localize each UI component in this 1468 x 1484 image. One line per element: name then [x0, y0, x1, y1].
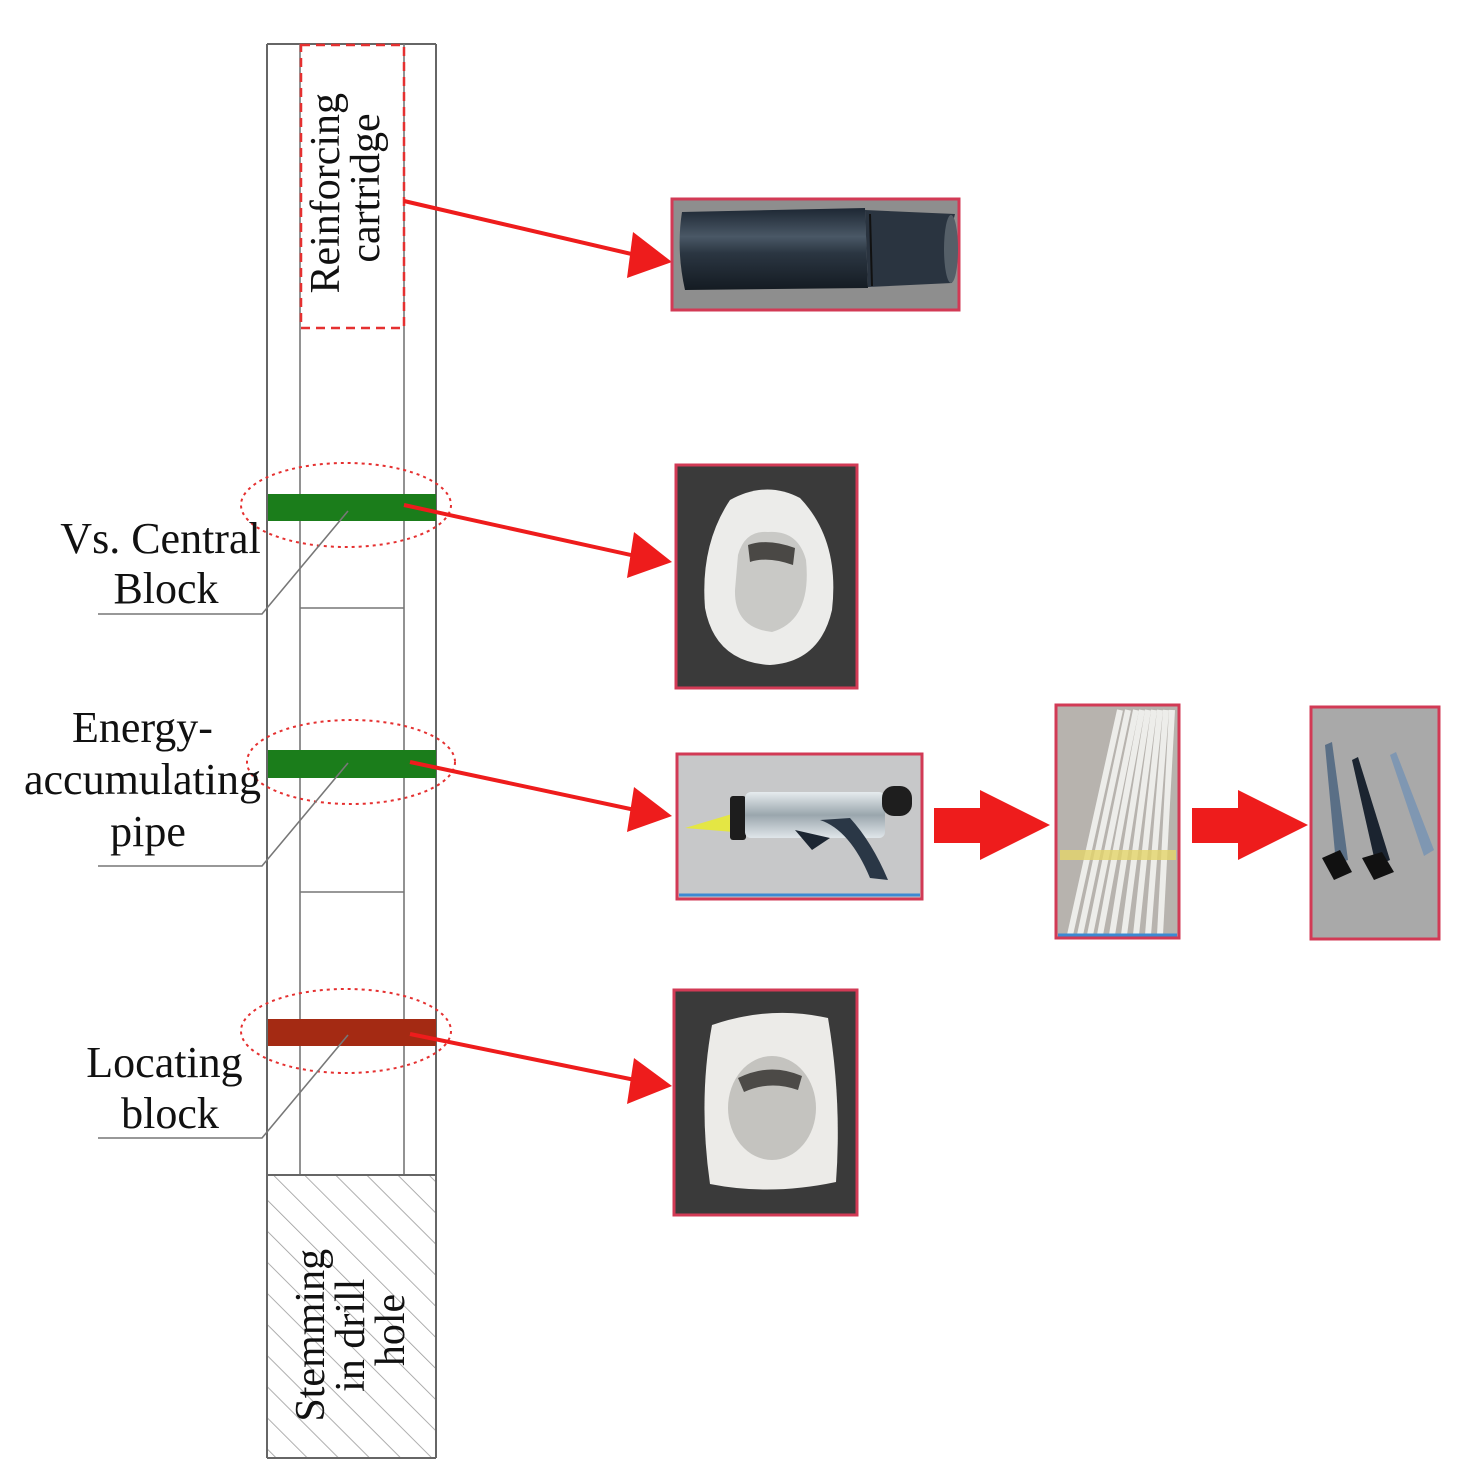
central-block-highlight [240, 462, 452, 548]
reinforcing-cartridge-photo [670, 197, 961, 312]
label-central-block: Vs. Central Block [60, 514, 271, 613]
label-energy-pipe: Energy- accumulating pipe [24, 703, 272, 856]
central-block-photo [674, 463, 859, 690]
locating-block-photo [672, 988, 859, 1217]
locating-block-highlight [240, 988, 452, 1074]
energy-pipe-highlight [246, 719, 456, 805]
block-arrow-1 [934, 790, 1050, 860]
finished-pipes-photo [1309, 705, 1441, 941]
leader-lines [98, 510, 349, 1139]
stemming-hatch [268, 1176, 435, 1457]
energy-pipe-bar [268, 750, 436, 778]
label-locating-block: Locating block [86, 1038, 253, 1138]
reinforcing-cartridge-box [299, 43, 406, 330]
label-stemming: Stemming in drill hole [288, 1238, 414, 1421]
locating-block-bar [268, 1019, 436, 1046]
block-arrow-2 [1192, 790, 1308, 860]
caulking-gun-photo [675, 752, 924, 901]
pipes-bundle-photo [1054, 703, 1181, 940]
label-reinforcing-cartridge: Reinforcing cartridge [303, 82, 389, 293]
pointer-arrows [403, 199, 672, 1104]
